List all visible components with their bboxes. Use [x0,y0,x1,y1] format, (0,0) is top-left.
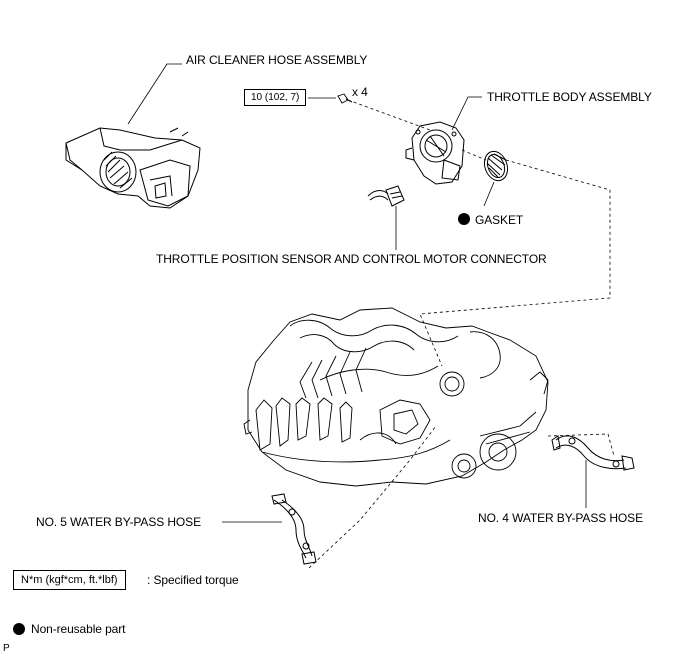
torque-unit-legend-text: : Specified torque [147,573,239,587]
no5-water-bypass-hose-part [271,493,317,565]
throttle-body-assembly-part [405,121,465,185]
hose-no5-label: NO. 5 WATER BY-PASS HOSE [36,515,201,529]
bolt-icon [337,93,353,104]
leader-throttle-body [451,96,482,131]
torque-unit-legend-box: N*m (kgf*cm, ft.*lbf) [13,570,126,590]
leader-air-cleaner [127,63,182,125]
throttle-body-label: THROTTLE BODY ASSEMBLY [487,90,652,104]
non-reusable-dot-icon [13,623,25,635]
tps-connector-label: THROTTLE POSITION SENSOR AND CONTROL MOT… [156,252,547,266]
corner-mark: P [3,643,10,654]
hose-no4-label: NO. 4 WATER BY-PASS HOSE [478,511,643,525]
torque-spec-box: 10 (102, 7) [244,89,307,106]
no4-water-bypass-hose-part [551,435,635,471]
gasket-label: GASKET [475,213,524,227]
air-cleaner-label: AIR CLEANER HOSE ASSEMBLY [186,53,368,67]
tps-connector-part [367,185,405,207]
gasket-part [483,150,509,182]
non-reusable-legend-text: Non-reusable part [31,622,126,636]
alignment-lines [308,99,615,569]
torque-quantity: x 4 [352,85,368,99]
air-cleaner-hose-assembly-part [65,127,201,209]
engine-part [243,307,549,487]
non-reusable-dot-icon [458,213,470,225]
leader-gasket [483,181,495,207]
